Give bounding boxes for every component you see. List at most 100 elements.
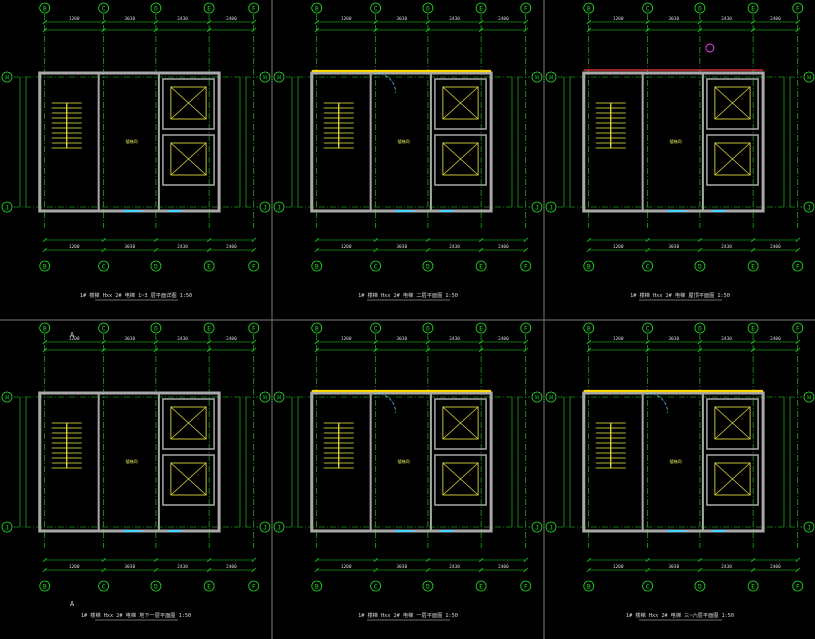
axis-bubble-top — [642, 2, 654, 14]
dimension-tick — [314, 557, 319, 563]
dimension-text: 2430 — [449, 16, 460, 22]
elevator-cross — [714, 462, 751, 496]
elevator-car — [442, 142, 479, 176]
dimension-tick — [251, 567, 256, 573]
dimension-tick — [697, 19, 703, 25]
axis-bubble-bottom — [694, 260, 706, 272]
dimension-text: 3030 — [668, 564, 679, 570]
dimension-tick — [314, 237, 319, 243]
dimension-text: 3030 — [668, 16, 679, 22]
dimension-tick — [206, 347, 212, 353]
dimension-tick — [523, 557, 528, 563]
dimension-tick — [586, 567, 591, 573]
elevator-cross — [442, 406, 479, 440]
dimension-text: 1200 — [69, 336, 80, 342]
dimension-text: 2430 — [449, 564, 460, 570]
axis-bubble-bottom — [311, 260, 323, 272]
axis-bubble-right — [531, 201, 543, 213]
axis-label-left: H — [549, 395, 553, 402]
axis-label-right: H — [535, 75, 539, 82]
axis-bubble-bottom — [583, 260, 595, 272]
axis-label-bottom: D — [426, 584, 430, 591]
panel-title: 1# 楼梯 Hxx 2# 电梯 一层平面图 1:50 — [358, 611, 458, 619]
axis-label-top: E — [479, 6, 483, 13]
dimension-tick — [478, 339, 484, 345]
axis-label-bottom: F — [252, 264, 256, 271]
axis-label-top: B — [315, 326, 319, 333]
dimension-tick — [153, 567, 159, 573]
dimension-tick — [586, 19, 591, 25]
axis-label-top: F — [252, 326, 256, 333]
dimension-tick — [795, 557, 800, 563]
dimension-text: 2400 — [226, 244, 237, 250]
axis-bubble-right — [531, 71, 543, 83]
dimension-tick — [373, 19, 378, 25]
dimension-tick — [697, 27, 703, 33]
axis-bubble-top — [370, 322, 382, 334]
axis-label-bottom: F — [524, 264, 528, 271]
dimension-text: 1200 — [341, 16, 352, 22]
axis-bubble-top — [747, 2, 759, 14]
dimension-text: 2400 — [770, 244, 781, 250]
axis-label-left: J — [5, 205, 9, 212]
elevator-cross — [442, 142, 479, 176]
axis-label-top: B — [315, 6, 319, 13]
axis-bubble-bottom — [792, 580, 804, 592]
axis-bubble-bottom — [203, 260, 215, 272]
dimension-text: 3030 — [124, 244, 135, 250]
axis-label-top: F — [796, 6, 800, 13]
axis-bubble-left — [545, 201, 557, 213]
dimension-tick — [697, 557, 703, 563]
axis-bubble-top — [311, 322, 323, 334]
axis-bubble-right — [259, 201, 271, 213]
axis-label-top: C — [646, 326, 650, 333]
axis-bubble-left — [273, 71, 285, 83]
axis-bubble-right — [803, 71, 815, 83]
dimension-tick — [206, 237, 212, 243]
dimension-text: 1200 — [613, 244, 624, 250]
axis-label-right: H — [807, 75, 811, 82]
dimension-tick — [251, 339, 256, 345]
axis-bubble-top — [520, 322, 532, 334]
elevator-car — [170, 462, 207, 496]
dimension-text: 2400 — [498, 564, 509, 570]
axis-label-top: C — [646, 6, 650, 13]
dimension-text: 2430 — [721, 336, 732, 342]
axis-label-bottom: F — [796, 584, 800, 591]
axis-label-left: J — [277, 525, 281, 532]
axis-bubble-bottom — [747, 260, 759, 272]
elevator-shaft — [706, 454, 759, 506]
axis-bubble-right — [531, 391, 543, 403]
dimension-text: 1200 — [613, 564, 624, 570]
dimension-tick — [697, 567, 703, 573]
axis-bubble-top — [520, 2, 532, 14]
axis-bubble-top — [694, 322, 706, 334]
axis-bubble-top — [792, 322, 804, 334]
dimension-tick — [251, 247, 256, 253]
elevator-car — [170, 406, 207, 440]
dimension-text: 3030 — [396, 16, 407, 22]
dimension-text: 3030 — [124, 564, 135, 570]
annotation-marker — [705, 43, 715, 53]
axis-label-top: F — [524, 326, 528, 333]
dimension-tick — [314, 19, 319, 25]
dimension-tick — [153, 237, 159, 243]
axis-bubble-top — [747, 322, 759, 334]
dimension-tick — [42, 19, 47, 25]
axis-bubble-bottom — [422, 260, 434, 272]
dimension-text: 1200 — [69, 564, 80, 570]
dimension-text: 3030 — [396, 336, 407, 342]
axis-label-top: F — [796, 326, 800, 333]
dimension-tick — [425, 237, 431, 243]
axis-label-bottom: E — [751, 584, 755, 591]
dimension-tick — [523, 339, 528, 345]
elevator-cross — [714, 142, 751, 176]
axis-bubble-bottom — [475, 580, 487, 592]
dimension-tick — [425, 557, 431, 563]
dimension-tick — [586, 339, 591, 345]
dimension-tick — [206, 247, 212, 253]
dimension-text: 2400 — [226, 16, 237, 22]
axis-label-bottom: C — [646, 584, 650, 591]
elevator-shaft — [706, 398, 759, 450]
elevator-car — [714, 462, 751, 496]
